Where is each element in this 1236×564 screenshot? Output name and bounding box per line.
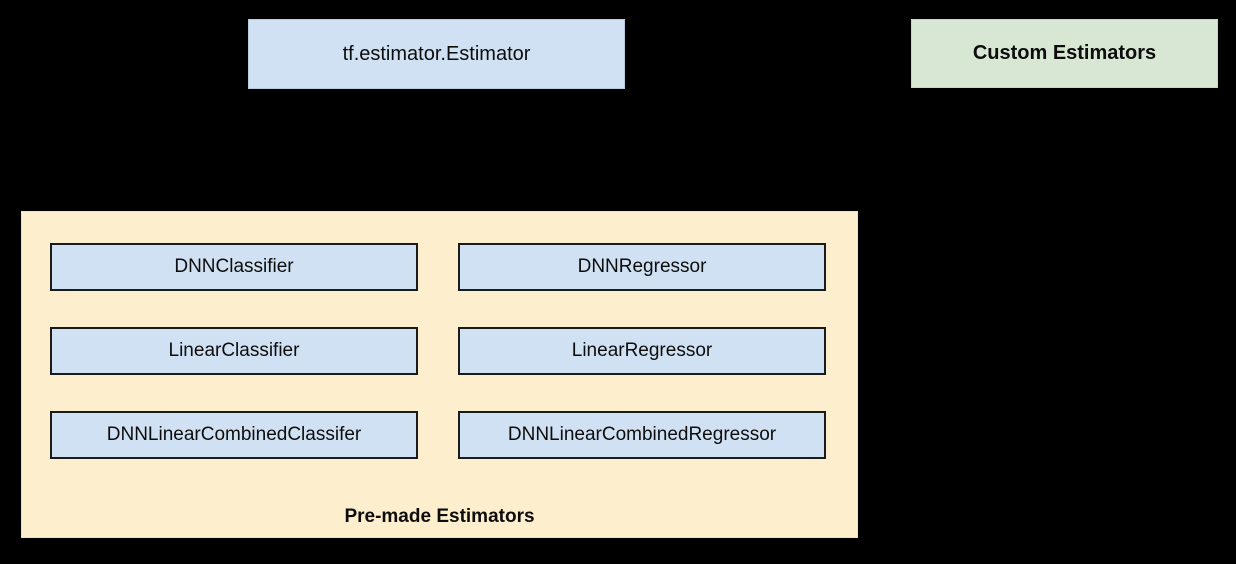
node-tf-estimator-estimator: tf.estimator.Estimator xyxy=(248,19,625,89)
node-label: LinearClassifier xyxy=(168,340,300,361)
node-dnnregressor: DNNRegressor xyxy=(458,243,826,291)
node-linearclassifier: LinearClassifier xyxy=(50,327,418,375)
node-dnnclassifier: DNNClassifier xyxy=(50,243,418,291)
node-label: Custom Estimators xyxy=(972,42,1157,64)
node-label: DNNClassifier xyxy=(174,256,294,277)
node-label: DNNRegressor xyxy=(577,256,707,277)
node-custom-estimators: Custom Estimators xyxy=(911,19,1218,88)
node-dnnlinearcombinedclassifer: DNNLinearCombinedClassifer xyxy=(50,411,418,459)
node-label: LinearRegressor xyxy=(571,340,713,361)
node-linearregressor: LinearRegressor xyxy=(458,327,826,375)
group-label-pre-made-estimators: Pre-made Estimators xyxy=(344,506,535,527)
node-dnnlinearcombinedregressor: DNNLinearCombinedRegressor xyxy=(458,411,826,459)
node-label: tf.estimator.Estimator xyxy=(342,42,531,65)
group-pre-made-estimators: DNNClassifier DNNRegressor LinearClassif… xyxy=(21,211,858,538)
node-label: DNNLinearCombinedClassifer xyxy=(106,424,362,445)
node-label: DNNLinearCombinedRegressor xyxy=(507,424,777,445)
